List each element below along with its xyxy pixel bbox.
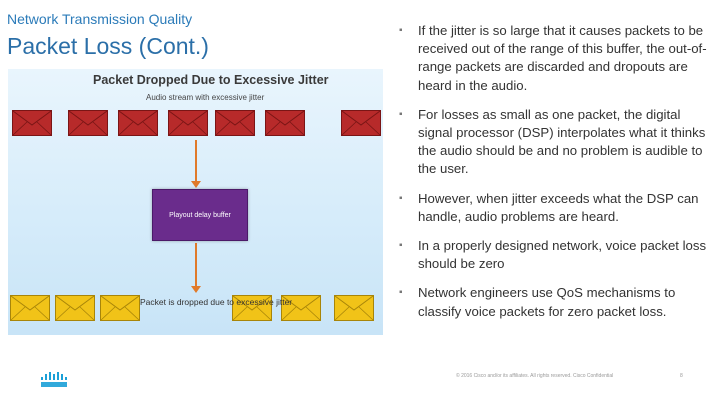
red-packet-icon bbox=[168, 110, 208, 136]
bullet-marker: ▪ bbox=[399, 192, 403, 204]
arrow-down-icon bbox=[191, 243, 201, 293]
bullet-item: ▪ In a properly designed network, voice p… bbox=[396, 237, 708, 273]
bullet-item: ▪ Network engineers use QoS mechanisms to… bbox=[396, 284, 708, 320]
page-number: 8 bbox=[680, 373, 683, 379]
section-title: Network Transmission Quality bbox=[7, 11, 193, 27]
bullet-item: ▪ However, when jitter exceeds what the D… bbox=[396, 190, 708, 226]
yellow-packet-icon bbox=[55, 295, 95, 321]
diagram-caption: Packet is dropped due to excessive jitte… bbox=[140, 297, 293, 307]
slide-title: Packet Loss (Cont.) bbox=[7, 33, 209, 59]
bullet-marker: ▪ bbox=[399, 25, 403, 36]
bullet-marker: ▪ bbox=[399, 240, 403, 252]
diagram-subtitle: Audio stream with excessive jitter bbox=[146, 93, 265, 102]
yellow-packet-icon bbox=[232, 295, 272, 321]
bullet-text: However, when jitter exceeds what the DS… bbox=[418, 190, 699, 224]
red-packet-icon bbox=[215, 110, 255, 136]
cisco-logo-icon bbox=[40, 372, 68, 393]
playout-delay-buffer: Playout delay buffer bbox=[152, 189, 248, 241]
red-packet-icon bbox=[12, 110, 52, 136]
buffer-label: Playout delay buffer bbox=[169, 211, 231, 219]
bullet-marker: ▪ bbox=[399, 108, 403, 120]
bullet-item: ▪ If the jitter is so large that it cause… bbox=[396, 22, 708, 95]
bullet-list: ▪ If the jitter is so large that it cause… bbox=[396, 22, 708, 332]
bullet-text: If the jitter is so large that it causes… bbox=[418, 23, 707, 93]
bullet-item: ▪ For losses as small as one packet, the … bbox=[396, 106, 708, 179]
jitter-diagram: Packet Dropped Due to Excessive Jitter A… bbox=[8, 69, 383, 335]
diagram-title: Packet Dropped Due to Excessive Jitter bbox=[93, 73, 329, 87]
bullet-text: In a properly designed network, voice pa… bbox=[418, 238, 707, 272]
red-packet-icon bbox=[68, 110, 108, 136]
bullet-text: Network engineers use QoS mechanisms to … bbox=[418, 285, 676, 319]
yellow-packet-icon bbox=[100, 295, 140, 321]
red-packet-icon bbox=[341, 110, 381, 136]
yellow-packet-icon bbox=[281, 295, 321, 321]
yellow-packet-icon bbox=[10, 295, 50, 321]
red-packet-icon bbox=[265, 110, 305, 136]
red-packet-icon bbox=[118, 110, 158, 136]
bullet-marker: ▪ bbox=[399, 287, 403, 299]
bullet-text: For losses as small as one packet, the d… bbox=[418, 106, 706, 177]
arrow-down-icon bbox=[191, 140, 201, 188]
copyright-footer: © 2016 Cisco and/or its affiliates. All … bbox=[456, 373, 614, 379]
yellow-packet-icon bbox=[334, 295, 374, 321]
